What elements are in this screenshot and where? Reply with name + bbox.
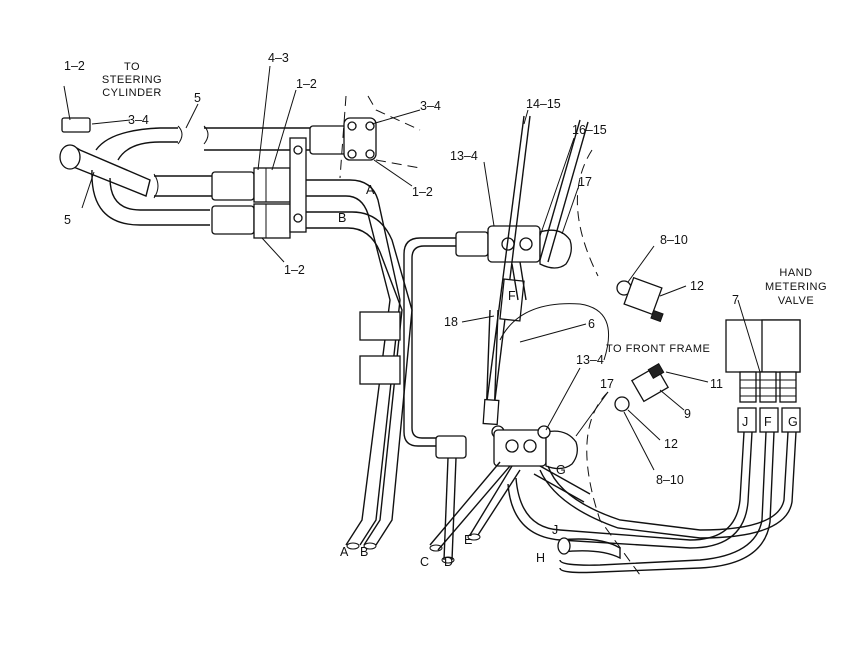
elbow-coupler <box>309 125 347 155</box>
frame-block-upper <box>359 311 401 341</box>
frame-outline-lower <box>586 391 641 576</box>
caption-hand-metering-1: HAND <box>779 267 812 279</box>
callouts: 1–2 3–4 5 5 4–3 1–2 3–4 1–2 1–2 14–15 16… <box>64 51 739 487</box>
hose-letter: B <box>338 211 346 225</box>
callout: 7 <box>732 293 739 307</box>
hose-letter: H <box>536 551 545 565</box>
hose-letter: G <box>788 415 798 429</box>
callout: 6 <box>588 317 595 331</box>
caption-to-steering-3: CYLINDER <box>102 87 162 99</box>
hose-16-15 <box>539 119 581 261</box>
hose-letter: B <box>360 545 368 559</box>
tee-fitting-lower <box>435 435 467 459</box>
hose-letter: G <box>556 463 566 477</box>
hose-letter: D <box>444 555 453 569</box>
callout: 9 <box>684 407 691 421</box>
port-fitting-g <box>779 371 797 403</box>
hose-letter: A <box>340 545 349 559</box>
elbow-17-upper <box>539 229 572 269</box>
clamp-fitting <box>61 117 91 133</box>
plate-6 <box>499 303 610 361</box>
mounting-bracket <box>289 137 307 233</box>
union-fitting-lower <box>253 203 291 239</box>
callout: 1–2 <box>296 77 317 91</box>
hose-letter: J <box>552 523 558 537</box>
leader-lines <box>81 65 761 471</box>
hose-letter: F <box>508 289 516 303</box>
port-f <box>759 407 779 433</box>
callout: 14–15 <box>526 97 561 111</box>
port-fitting-j <box>739 371 757 403</box>
callout: 1–2 <box>64 59 85 73</box>
hose-j-from-valve <box>515 431 745 541</box>
steering-cylinder-hose-assembly <box>59 85 421 239</box>
hose-letter: F <box>764 415 772 429</box>
callout: 5 <box>194 91 201 105</box>
switch-12-upper <box>623 276 663 316</box>
callout: 17 <box>578 175 592 189</box>
caption-to-steering-1: TO <box>124 61 140 73</box>
caption-to-front-frame: TO FRONT FRAME <box>606 343 710 355</box>
switch-8-10-lower <box>614 396 630 412</box>
pressure-switches <box>614 276 670 412</box>
union-fitting-upper <box>253 167 291 203</box>
captions: TO STEERING CYLINDER TO FRONT FRAME HAND… <box>102 61 827 355</box>
port-fitting-f <box>759 371 777 403</box>
callout: 8–10 <box>660 233 688 247</box>
callout: 13–4 <box>450 149 478 163</box>
callout: 4–3 <box>268 51 289 65</box>
callout: 3–4 <box>128 113 149 127</box>
callout: 1–2 <box>412 185 433 199</box>
callout: 12 <box>690 279 704 293</box>
switch-11-cap <box>647 362 665 380</box>
callout: 8–10 <box>656 473 684 487</box>
hose-coupler-lower <box>211 205 255 235</box>
callout: 18 <box>444 315 458 329</box>
callout: 16–15 <box>572 123 607 137</box>
hose-f-assembly <box>482 115 589 426</box>
hose-letter: C <box>420 555 429 569</box>
valve-block-lower <box>493 429 547 467</box>
callout: 13–4 <box>576 353 604 367</box>
hose-loop-inner-bottom <box>109 177 210 211</box>
frame-block-lower <box>359 355 401 385</box>
hose-a <box>306 179 401 546</box>
center-plate <box>499 149 641 576</box>
callout: 12 <box>664 437 678 451</box>
tube-18-assembly <box>403 225 578 564</box>
hose-loop-inner-top <box>117 141 178 161</box>
hose-h-end <box>559 538 621 560</box>
tube-18 <box>403 237 460 447</box>
callout: 5 <box>64 213 71 227</box>
callout: 11 <box>710 377 723 391</box>
tee-fitting-upper <box>455 231 489 257</box>
hose-letters: A B F A B C D E G J H J F G <box>338 183 798 569</box>
elbow-17-lower <box>545 430 578 470</box>
hose-g-from-valve <box>547 431 789 531</box>
callout: 1–2 <box>284 263 305 277</box>
hose-b <box>306 211 413 546</box>
hose-loop-outer-top <box>95 127 178 151</box>
caption-hand-metering-2: METERING <box>765 281 827 293</box>
hose-letter: A <box>366 183 375 197</box>
hose-end-fitting <box>59 144 81 170</box>
port-g <box>781 407 801 433</box>
port-j <box>737 407 757 433</box>
callout: 3–4 <box>420 99 441 113</box>
frame-outline-upper <box>576 149 599 277</box>
hand-metering-valve <box>507 319 801 574</box>
caption-hand-metering-3: VALVE <box>778 295 814 307</box>
callout: 17 <box>600 377 614 391</box>
hose-coupler-upper <box>211 171 255 201</box>
hoses-a-b <box>306 179 413 550</box>
hose-letter: J <box>742 415 748 429</box>
caption-to-steering-2: STEERING <box>102 74 162 86</box>
hose-loop-outer-bottom <box>91 169 210 226</box>
hose-14-15 <box>483 115 525 425</box>
hose-letter: E <box>464 533 472 547</box>
